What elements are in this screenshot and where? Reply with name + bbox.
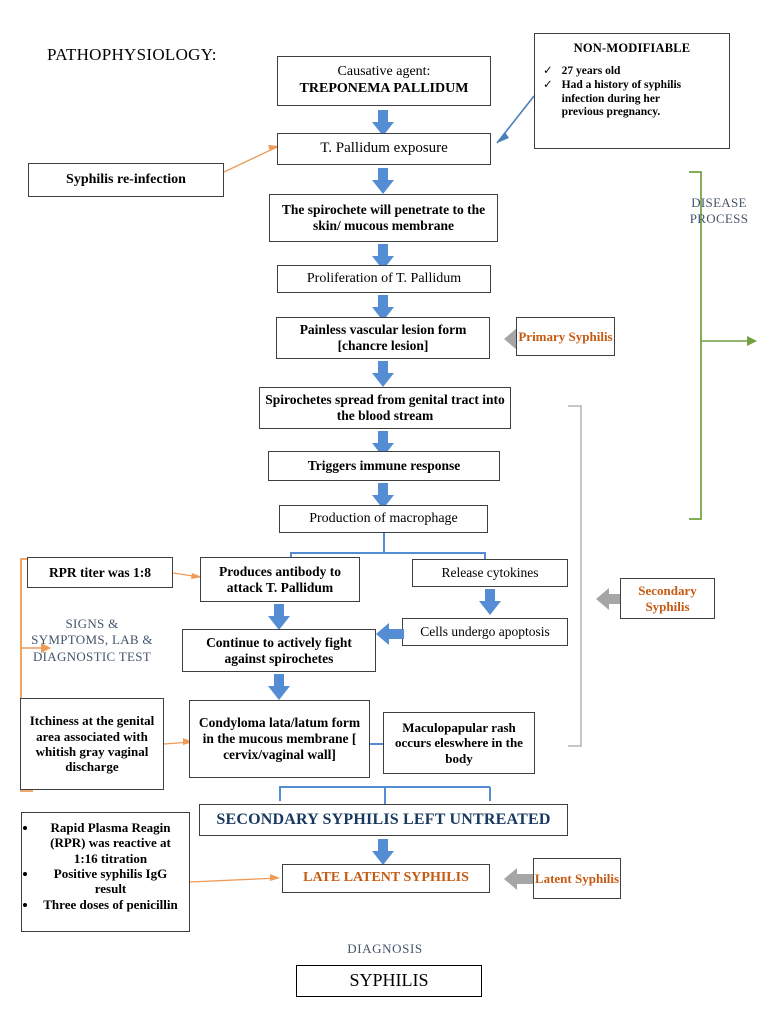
flow-box-antibody: Produces antibody to attack T. Pallidum <box>200 557 360 602</box>
flow-box-condyloma: Condyloma lata/latum form in the mucous … <box>189 700 370 778</box>
bracket-label-disease-process: DISEASE PROCESS <box>689 195 749 227</box>
flow-box-macrophage: Production of macrophage <box>279 505 488 533</box>
macrophage-label: Production of macrophage <box>309 510 458 526</box>
down-arrow-icon <box>372 361 394 387</box>
flow-box-lesion: Painless vascular lesion form [chancre l… <box>276 317 490 359</box>
rpr-connector <box>172 572 202 579</box>
non-modifiable-item: ✓ 27 years old <box>543 65 721 79</box>
immune-label: Triggers immune response <box>307 458 461 474</box>
cytokines-label: Release cytokines <box>441 565 539 581</box>
spread-label: Spirochetes spread from genital tract in… <box>265 392 505 423</box>
flow-box-cytokines: Release cytokines <box>412 559 568 587</box>
flow-box-proliferation: Proliferation of T. Pallidum <box>277 265 491 293</box>
flow-box-fight: Continue to actively fight against spiro… <box>182 629 376 672</box>
stage-label-primary: Primary Syphilis <box>516 317 615 356</box>
left-arrow-icon <box>504 868 534 890</box>
diagnosis-box: SYPHILIS <box>296 965 482 997</box>
flow-box-untreated: SECONDARY SYPHILIS LEFT UNTREATED <box>199 804 568 836</box>
proliferation-label: Proliferation of T. Pallidum <box>306 270 462 286</box>
late-latent-label: LATE LATENT SYPHILIS <box>303 870 469 886</box>
causative-agent-line1: Causative agent: <box>337 64 431 80</box>
down-arrow-icon <box>268 674 290 700</box>
rash-label: Maculopapular rash occurs eleswhere in t… <box>395 720 523 766</box>
fight-label: Continue to actively fight against spiro… <box>206 634 352 666</box>
page-title: PATHOPHYSIOLOGY: <box>47 45 217 64</box>
secondary-stage-bracket <box>568 405 582 747</box>
labs-item: Positive syphilis IgG result <box>38 866 183 897</box>
apoptosis-label: Cells undergo apoptosis <box>420 624 550 640</box>
down-arrow-icon <box>372 168 394 194</box>
stage-label-latent: Latent Syphilis <box>533 858 621 899</box>
merge-connector-left <box>279 787 281 801</box>
left-arrow-icon <box>596 588 626 610</box>
non-modifiable-item: ✓ Had a history of syphilis infection du… <box>543 79 721 120</box>
causative-agent-line2: TREPONEMA PALLIDUM <box>299 81 469 96</box>
reinfection-label: Syphilis re-infection <box>66 171 186 187</box>
rpr-titer-label: RPR titer was 1:8 <box>48 564 152 580</box>
exposure-label: T. Pallidum exposure <box>320 140 448 157</box>
merge-connector-stem <box>384 786 386 804</box>
check-icon: ✓ <box>543 64 553 77</box>
diagnosis-value: SYPHILIS <box>349 970 429 991</box>
check-icon: ✓ <box>543 79 553 92</box>
condyloma-label: Condyloma lata/latum form in the mucous … <box>198 715 361 762</box>
labs-connector <box>189 874 280 883</box>
stage-label-secondary-text: Secondary Syphilis <box>638 582 697 614</box>
down-arrow-icon <box>372 110 394 136</box>
stage-label-primary-text: Primary Syphilis <box>518 328 613 344</box>
flow-box-immune-response: Triggers immune response <box>268 451 500 481</box>
side-box-labs: Rapid Plasma Reagin (RPR) was reactive a… <box>21 812 190 932</box>
side-box-reinfection: Syphilis re-infection <box>28 163 224 197</box>
side-box-rpr-titer: RPR titer was 1:8 <box>27 557 173 588</box>
merge-connector-right <box>489 787 491 801</box>
labs-list: Rapid Plasma Reagin (RPR) was reactive a… <box>24 820 183 912</box>
condyloma-rash-link <box>370 743 383 745</box>
nonmodifiable-connector <box>496 95 535 144</box>
non-modifiable-heading: NON-MODIFIABLE <box>573 41 691 55</box>
itchiness-label: Itchiness at the genital area associated… <box>29 713 155 775</box>
flow-box-rash: Maculopapular rash occurs eleswhere in t… <box>383 712 535 774</box>
down-arrow-icon <box>479 589 501 615</box>
stage-label-latent-text: Latent Syphilis <box>534 870 620 886</box>
split-connector-right <box>484 552 486 562</box>
labs-item: Three doses of penicillin <box>38 897 183 912</box>
flow-box-spread: Spirochetes spread from genital tract in… <box>259 387 511 429</box>
reinfection-connector <box>223 145 279 173</box>
stage-label-secondary: Secondary Syphilis <box>620 578 715 619</box>
untreated-label: SECONDARY SYPHILIS LEFT UNTREATED <box>216 810 551 828</box>
non-modifiable-item-label: 27 years old <box>561 64 621 77</box>
flow-box-causative-agent: Causative agent: TREPONEMA PALLIDUM <box>277 56 491 106</box>
split-connector-bar <box>290 552 485 554</box>
down-arrow-icon <box>268 604 290 630</box>
flow-box-late-latent: LATE LATENT SYPHILIS <box>282 864 490 893</box>
left-arrow-icon <box>376 623 404 645</box>
diagnosis-label: DIAGNOSIS <box>347 941 423 956</box>
non-modifiable-panel: NON-MODIFIABLE ✓ 27 years old ✓ Had a hi… <box>534 33 730 149</box>
antibody-label: Produces antibody to attack T. Pallidum <box>218 563 341 595</box>
bracket-label-signs-symptoms: SIGNS & SYMPTOMS, LAB & DIAGNOSTIC TEST <box>31 616 153 664</box>
flow-box-penetrate: The spirochete will penetrate to the ski… <box>269 194 498 242</box>
penetrate-label: The spirochete will penetrate to the ski… <box>281 202 486 233</box>
labs-item: Rapid Plasma Reagin (RPR) was reactive a… <box>38 820 183 866</box>
flow-box-apoptosis: Cells undergo apoptosis <box>402 618 568 646</box>
flow-box-exposure: T. Pallidum exposure <box>277 133 491 165</box>
split-connector-stem <box>383 533 385 553</box>
side-box-itchiness: Itchiness at the genital area associated… <box>20 698 164 790</box>
non-modifiable-item-label: Had a history of syphilis infection duri… <box>561 79 682 119</box>
lesion-label: Painless vascular lesion form [chancre l… <box>299 322 467 353</box>
down-arrow-icon <box>372 839 394 865</box>
